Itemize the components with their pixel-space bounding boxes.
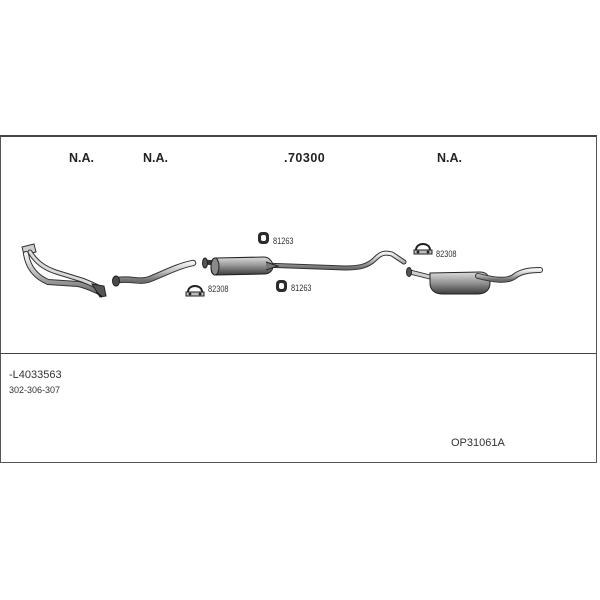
center-muffler[interactable]	[202, 250, 407, 276]
clamp-left-part-number: 82308	[208, 284, 229, 294]
clamp-left-icon[interactable]	[185, 285, 205, 297]
rear-muffler[interactable]	[406, 267, 543, 295]
vehicle-models: 302-306-307	[9, 385, 61, 395]
rubber-hanger-lower-icon[interactable]	[276, 280, 287, 292]
center-muffler-label: .70300	[284, 151, 326, 165]
front-downpipe[interactable]	[21, 243, 107, 298]
clamp-right-icon[interactable]	[413, 243, 433, 255]
clamp-right-part-number: 82308	[436, 249, 457, 259]
diagram-frame	[0, 135, 597, 463]
footer-divider	[0, 353, 597, 354]
hanger-upper-part-number: 81263	[273, 236, 294, 246]
front-pipe-label: N.A.	[69, 151, 94, 165]
kit-code: OP31061A	[451, 437, 505, 449]
reference-number: -L4033563	[9, 369, 62, 381]
hanger-lower-part-number: 81263	[291, 283, 312, 293]
intermediate-pipe[interactable]	[112, 259, 197, 287]
rubber-hanger-upper-icon[interactable]	[258, 232, 269, 244]
rear-muffler-label: N.A.	[437, 151, 462, 165]
intermediate-pipe-label: N.A.	[143, 151, 168, 165]
